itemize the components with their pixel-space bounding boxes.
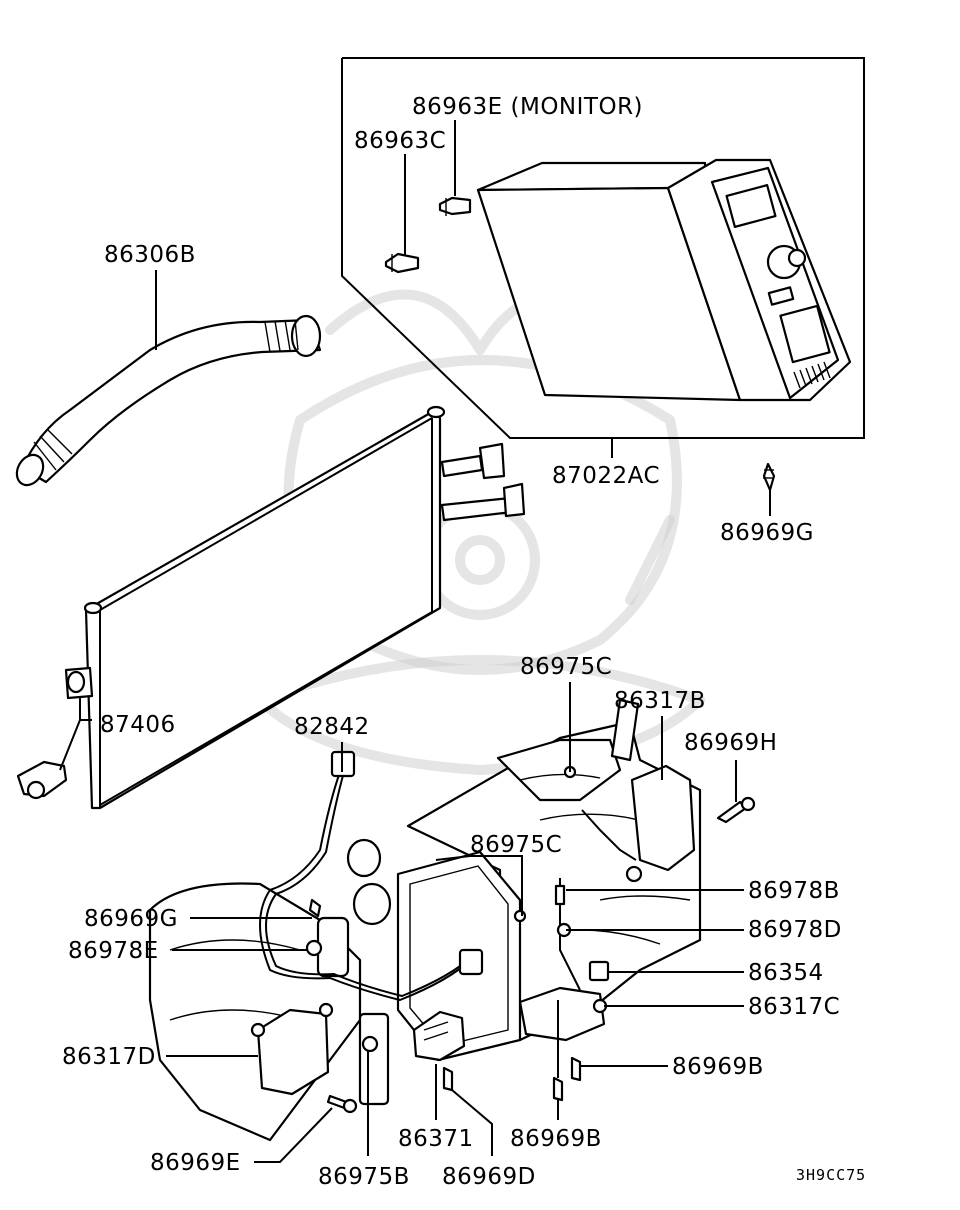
diagram-code: 3H9CC75 [796, 1166, 866, 1184]
monitor-inset-frame [341, 57, 865, 439]
label-module: 87022AC [552, 463, 660, 489]
clip-icon[interactable] [305, 939, 323, 957]
control-module[interactable] [476, 158, 852, 402]
label-screw-b-bottom: 86969B [510, 1126, 602, 1152]
clip-icon[interactable] [361, 1035, 379, 1053]
label-motor-c: 86317C [748, 994, 840, 1020]
label-screw-e: 86969E [150, 1150, 241, 1176]
screw-icon[interactable] [716, 796, 756, 824]
label-screw-b-right: 86969B [672, 1054, 764, 1080]
blower-resistor[interactable] [412, 1010, 466, 1062]
label-connector: 82842 [294, 714, 370, 740]
label-resistor: 86371 [398, 1126, 474, 1152]
label-hose: 86306B [104, 242, 196, 268]
label-sensor: 86354 [748, 960, 824, 986]
vent-grille-icon [793, 361, 831, 389]
screw-icon[interactable] [762, 462, 776, 492]
bulb-icon[interactable] [384, 252, 420, 274]
screw-icon[interactable] [326, 1094, 358, 1114]
screw-icon[interactable] [308, 898, 322, 918]
sensor-icon[interactable] [588, 960, 610, 982]
label-motor-b: 86317B [614, 688, 706, 714]
bracket-icon[interactable] [64, 666, 94, 700]
label-link-b: 86978B [748, 878, 840, 904]
label-monitor: 86963E (MONITOR) [412, 94, 643, 120]
sensor-plug-icon[interactable] [16, 760, 68, 800]
condenser-panel[interactable] [83, 405, 526, 810]
actuator-motor[interactable] [250, 1002, 334, 1096]
screw-icon[interactable] [442, 1066, 454, 1092]
bulb-icon[interactable] [438, 196, 472, 216]
label-link-d: 86978D [748, 917, 842, 943]
label-clip-c-mid: 86975C [470, 832, 562, 858]
label-condenser-bracket: 87406 [100, 712, 176, 738]
label-clip-b: 86975B [318, 1164, 410, 1190]
label-screw-d: 86969D [442, 1164, 536, 1190]
screw-icon[interactable] [570, 1056, 582, 1082]
label-screw-g-left: 86969G [84, 906, 178, 932]
label-screw-g-right: 86969G [720, 520, 814, 546]
label-clip-c-top: 86975C [520, 654, 612, 680]
wiring-harness[interactable] [259, 750, 484, 1002]
label-bulb: 86963C [354, 128, 446, 154]
actuator-motor[interactable] [518, 986, 608, 1042]
screw-icon[interactable] [552, 1076, 564, 1102]
drain-hose[interactable] [12, 314, 322, 490]
label-motor-d: 86317D [62, 1044, 156, 1070]
label-link-e: 86978E [68, 938, 159, 964]
label-screw-h: 86969H [684, 730, 777, 756]
